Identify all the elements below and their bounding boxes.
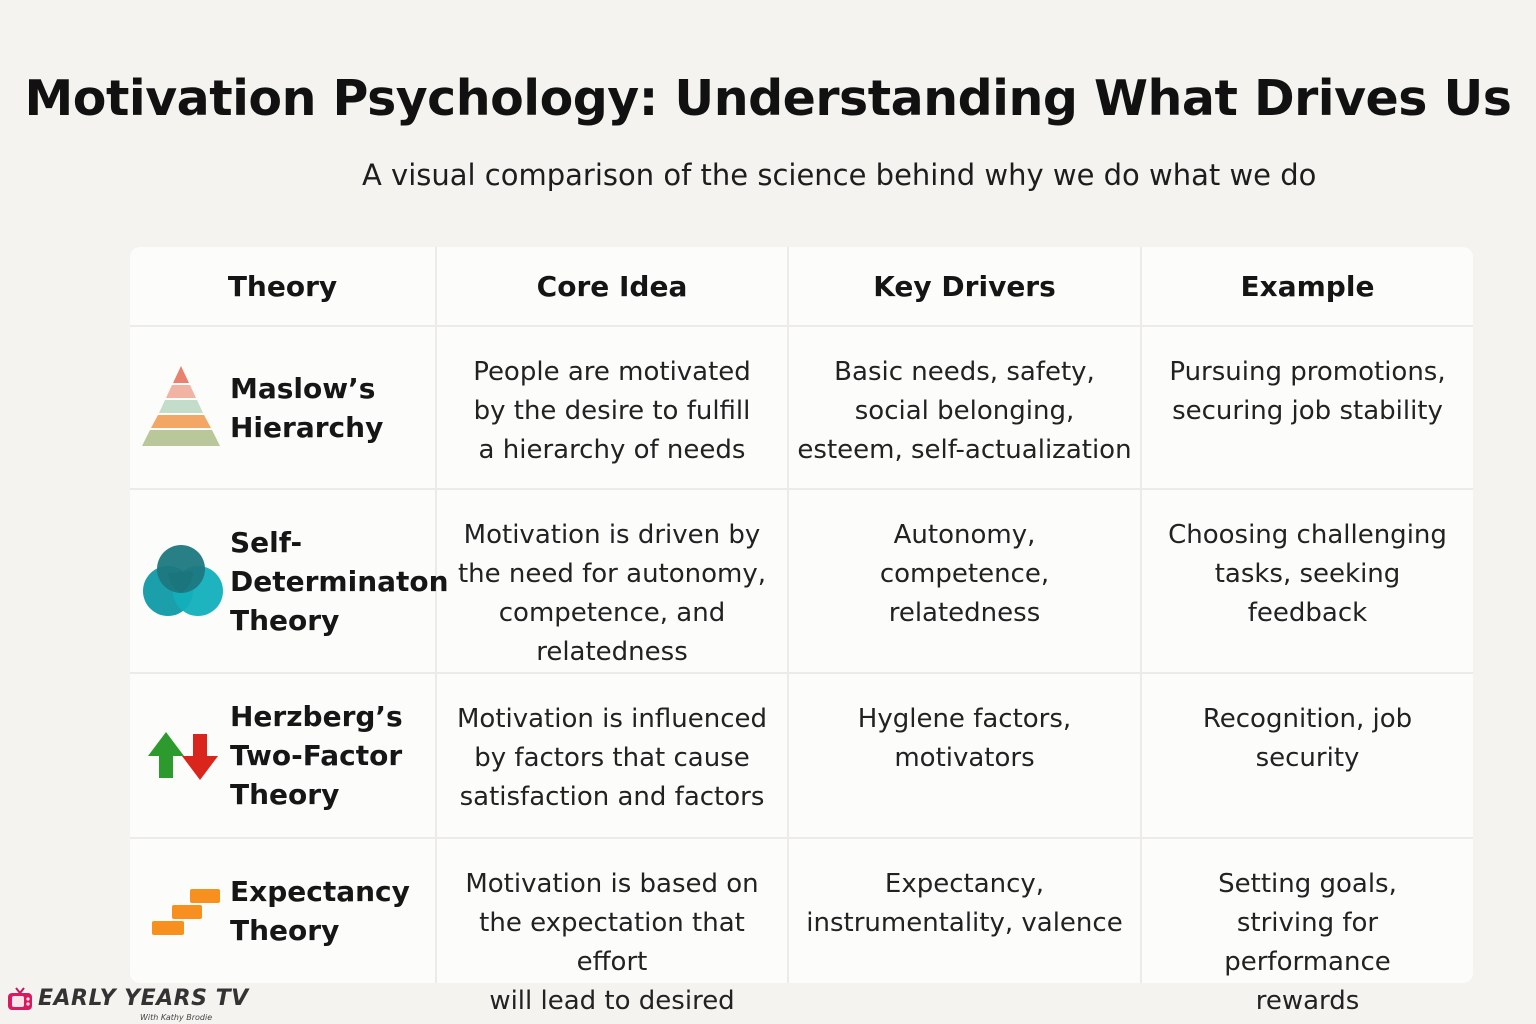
pyramid-icon (138, 360, 228, 456)
core-idea-text: Motivation is based on the expectation t… (465, 869, 759, 1016)
theory-name: Maslow’s Hierarchy (230, 371, 384, 444)
key-drivers-cell: Basic needs, safety, social belonging, e… (789, 327, 1142, 490)
page-title: Motivation Psychology: Understanding Wha… (24, 70, 1512, 127)
header-example: Example (1142, 247, 1473, 327)
stairs-icon (138, 863, 228, 959)
theory-name: Herzberg’s Two-Factor Theory (230, 700, 403, 811)
key-drivers-text: Autonomy, competence, relatedness (879, 520, 1050, 628)
example-cell: Setting goals, striving for performance … (1142, 839, 1473, 1016)
theory-cell-expectancy: Expectancy Theory (130, 839, 437, 983)
core-idea-cell: Motivation is based on the expectation t… (437, 839, 789, 1016)
key-drivers-text: Expectancy, instrumentality, valence (806, 869, 1123, 938)
example-cell: Recognition, job security (1142, 674, 1473, 839)
key-drivers-text: Basic needs, safety, social belonging, e… (797, 357, 1132, 465)
brand-logo: EARLY YEARS TV With Kathy Brodie (6, 986, 249, 1022)
key-drivers-cell: Expectancy, instrumentality, valence (789, 839, 1142, 983)
core-idea-cell: People are motivated by the desire to fu… (437, 327, 789, 490)
example-text: Pursuing promotions, securing job stabil… (1169, 357, 1446, 426)
core-idea-text: Motivation is influenced by factors that… (456, 704, 767, 812)
logo-text: EARLY YEARS TV (38, 986, 249, 1011)
example-text: Setting goals, striving for performance … (1218, 869, 1397, 1016)
comparison-table: Theory Core Idea Key Drivers Example Mas… (130, 247, 1473, 1016)
key-drivers-text: Hyglene factors, motivators (857, 704, 1072, 773)
up-down-arrows-icon (138, 708, 228, 804)
core-idea-cell: Motivation is driven by the need for aut… (437, 490, 789, 674)
key-drivers-cell: Hyglene factors, motivators (789, 674, 1142, 839)
core-idea-text: People are motivated by the desire to fu… (473, 357, 751, 465)
logo-subtext: With Kathy Brodie (140, 1013, 213, 1022)
example-text: Recognition, job security (1202, 704, 1413, 773)
example-cell: Pursuing promotions, securing job stabil… (1142, 327, 1473, 490)
example-cell: Choosing challenging tasks, seeking feed… (1142, 490, 1473, 674)
theory-cell-maslow: Maslow’s Hierarchy (130, 327, 437, 490)
theory-name: Self- Determinaton Theory (230, 525, 449, 637)
header-core-idea: Core Idea (437, 247, 789, 327)
key-drivers-cell: Autonomy, competence, relatedness (789, 490, 1142, 674)
core-idea-text: Motivation is driven by the need for aut… (457, 520, 767, 667)
core-idea-cell: Motivation is influenced by factors that… (437, 674, 789, 839)
page-subtitle: A visual comparison of the science behin… (362, 158, 1317, 192)
example-text: Choosing challenging tasks, seeking feed… (1168, 520, 1447, 628)
header-key-drivers: Key Drivers (789, 247, 1142, 327)
venn-circles-icon (138, 533, 228, 629)
theory-cell-herzberg: Herzberg’s Two-Factor Theory (130, 674, 437, 839)
theory-name: Expectancy Theory (230, 875, 410, 947)
header-theory: Theory (130, 247, 437, 327)
theory-cell-sdt: Self- Determinaton Theory (130, 490, 449, 674)
tv-icon (6, 986, 34, 1016)
